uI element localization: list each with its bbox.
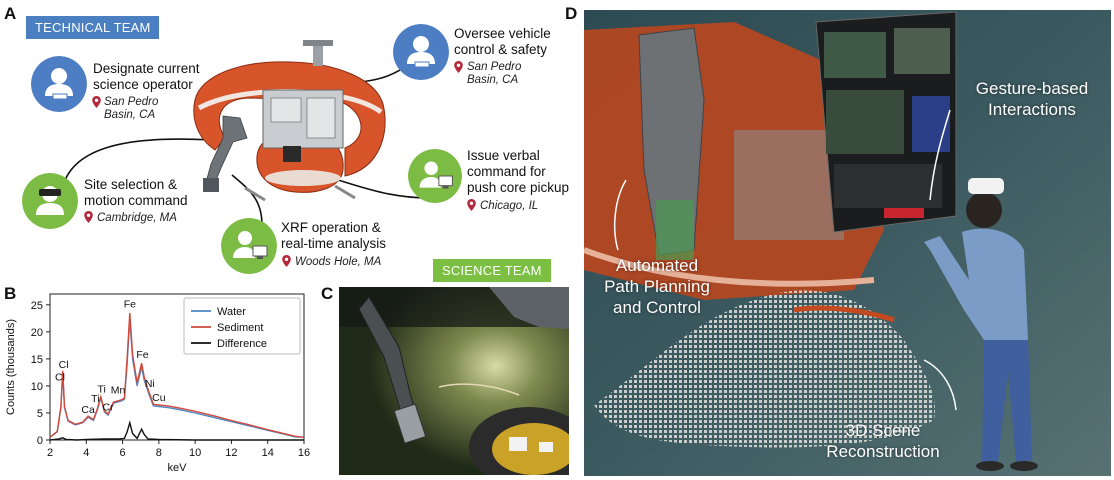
- location-pin-icon: [454, 61, 463, 73]
- y-tick-label: 10: [31, 381, 43, 393]
- role-oversee-vehicle: Oversee vehicle control & safety: [454, 26, 551, 57]
- legend-entry: Difference: [217, 338, 267, 350]
- x-tick-label: 2: [47, 447, 53, 459]
- legend-box: [183, 297, 301, 355]
- connector-line-site-selection: [61, 138, 211, 191]
- vr-headset-icon: [39, 189, 61, 196]
- peak-label: Mn: [111, 384, 126, 396]
- series-line-difference: [49, 420, 304, 441]
- peak-label: Ca: [81, 404, 95, 416]
- location-site-selection: Cambridge, MA: [97, 212, 177, 224]
- x-tick-label: 14: [262, 447, 274, 459]
- peak-label: Ti: [91, 393, 99, 405]
- vehicle-safety-avatar: [393, 24, 449, 80]
- peak-label: Cu: [152, 392, 166, 404]
- x-axis-label: keV: [168, 462, 188, 474]
- y-tick-label: 0: [37, 435, 43, 447]
- location-pin-icon: [84, 211, 93, 223]
- legend-entry: Sediment: [217, 322, 263, 334]
- peak-label: Cl: [59, 359, 69, 371]
- connector-line-xrf: [231, 174, 263, 226]
- panel-label-c: C: [321, 284, 334, 303]
- technical-team-label: TECHNICAL TEAM: [26, 16, 160, 39]
- peak-label: Cr: [103, 401, 115, 413]
- label-scene-reconstruction: 3D Scene Reconstruction: [826, 421, 940, 461]
- peak-label: Ti: [98, 383, 106, 395]
- ship-icon: [414, 61, 430, 68]
- location-verbal-command: Chicago, IL: [480, 200, 539, 212]
- role-designate-operator: Designate current science operator: [93, 61, 200, 92]
- location-pin-icon: [92, 96, 101, 108]
- peak-label: Fe: [124, 299, 136, 311]
- panel-label-a: A: [4, 4, 17, 23]
- x-tick-label: 12: [225, 447, 237, 459]
- location-designate-operator: San Pedro Basin, CA: [104, 96, 159, 121]
- x-tick-label: 6: [120, 447, 126, 459]
- x-tick-label: 16: [298, 447, 310, 459]
- vr-teleoperation-scene: [584, 10, 1111, 476]
- panel-label-d: D: [565, 4, 578, 23]
- x-tick-label: 10: [189, 447, 201, 459]
- xrf-spectrum-chart: 2 4 6 8 10 12 14 16 0 5 10 15 20 25 keV Counts (thousan…: [5, 293, 310, 474]
- peak-label: Ni: [145, 378, 155, 390]
- location-xrf-operation: Woods Hole, MA: [295, 256, 382, 268]
- seafloor-manipulator-photo: [339, 287, 569, 475]
- role-site-selection: Site selection & motion command: [84, 177, 188, 208]
- y-tick-label: 5: [37, 408, 43, 420]
- peak-label: Cl: [55, 372, 65, 384]
- verbal-command-avatar: [408, 149, 462, 203]
- ship-icon: [52, 93, 68, 100]
- legend-entry: Water: [217, 306, 246, 318]
- location-pin-icon: [467, 199, 476, 211]
- xrf-operator-avatar: [221, 218, 277, 274]
- role-xrf-operation: XRF operation & real-time analysis: [281, 220, 387, 251]
- location-oversee-vehicle: San Pedro Basin, CA: [467, 61, 522, 86]
- site-selection-avatar: [22, 173, 78, 229]
- y-tick-label: 20: [31, 327, 43, 339]
- series-line-sediment: [49, 312, 305, 438]
- technical-operator-avatar: [31, 56, 87, 112]
- location-pin-icon: [282, 255, 291, 267]
- y-tick-label: 15: [31, 354, 43, 366]
- monitor-icon: [252, 245, 268, 257]
- submersible-vehicle-illustration: [193, 40, 386, 202]
- vr-headset-icon: [968, 178, 1004, 194]
- panel-label-b: B: [4, 284, 17, 303]
- label-gesture-interactions: Gesture-based Interactions: [975, 79, 1089, 119]
- peak-label: Fe: [136, 349, 148, 361]
- y-tick-label: 25: [31, 300, 43, 312]
- x-tick-label: 8: [156, 447, 162, 459]
- y-axis-label: Counts (thousands): [5, 319, 17, 415]
- monitor-icon: [438, 175, 453, 187]
- label-path-planning: Automated Path Planning and Control: [604, 256, 710, 317]
- x-tick-label: 4: [83, 447, 89, 459]
- science-team-label: SCIENCE TEAM: [433, 259, 551, 282]
- role-verbal-command: Issue verbal command for push core picku…: [467, 148, 570, 195]
